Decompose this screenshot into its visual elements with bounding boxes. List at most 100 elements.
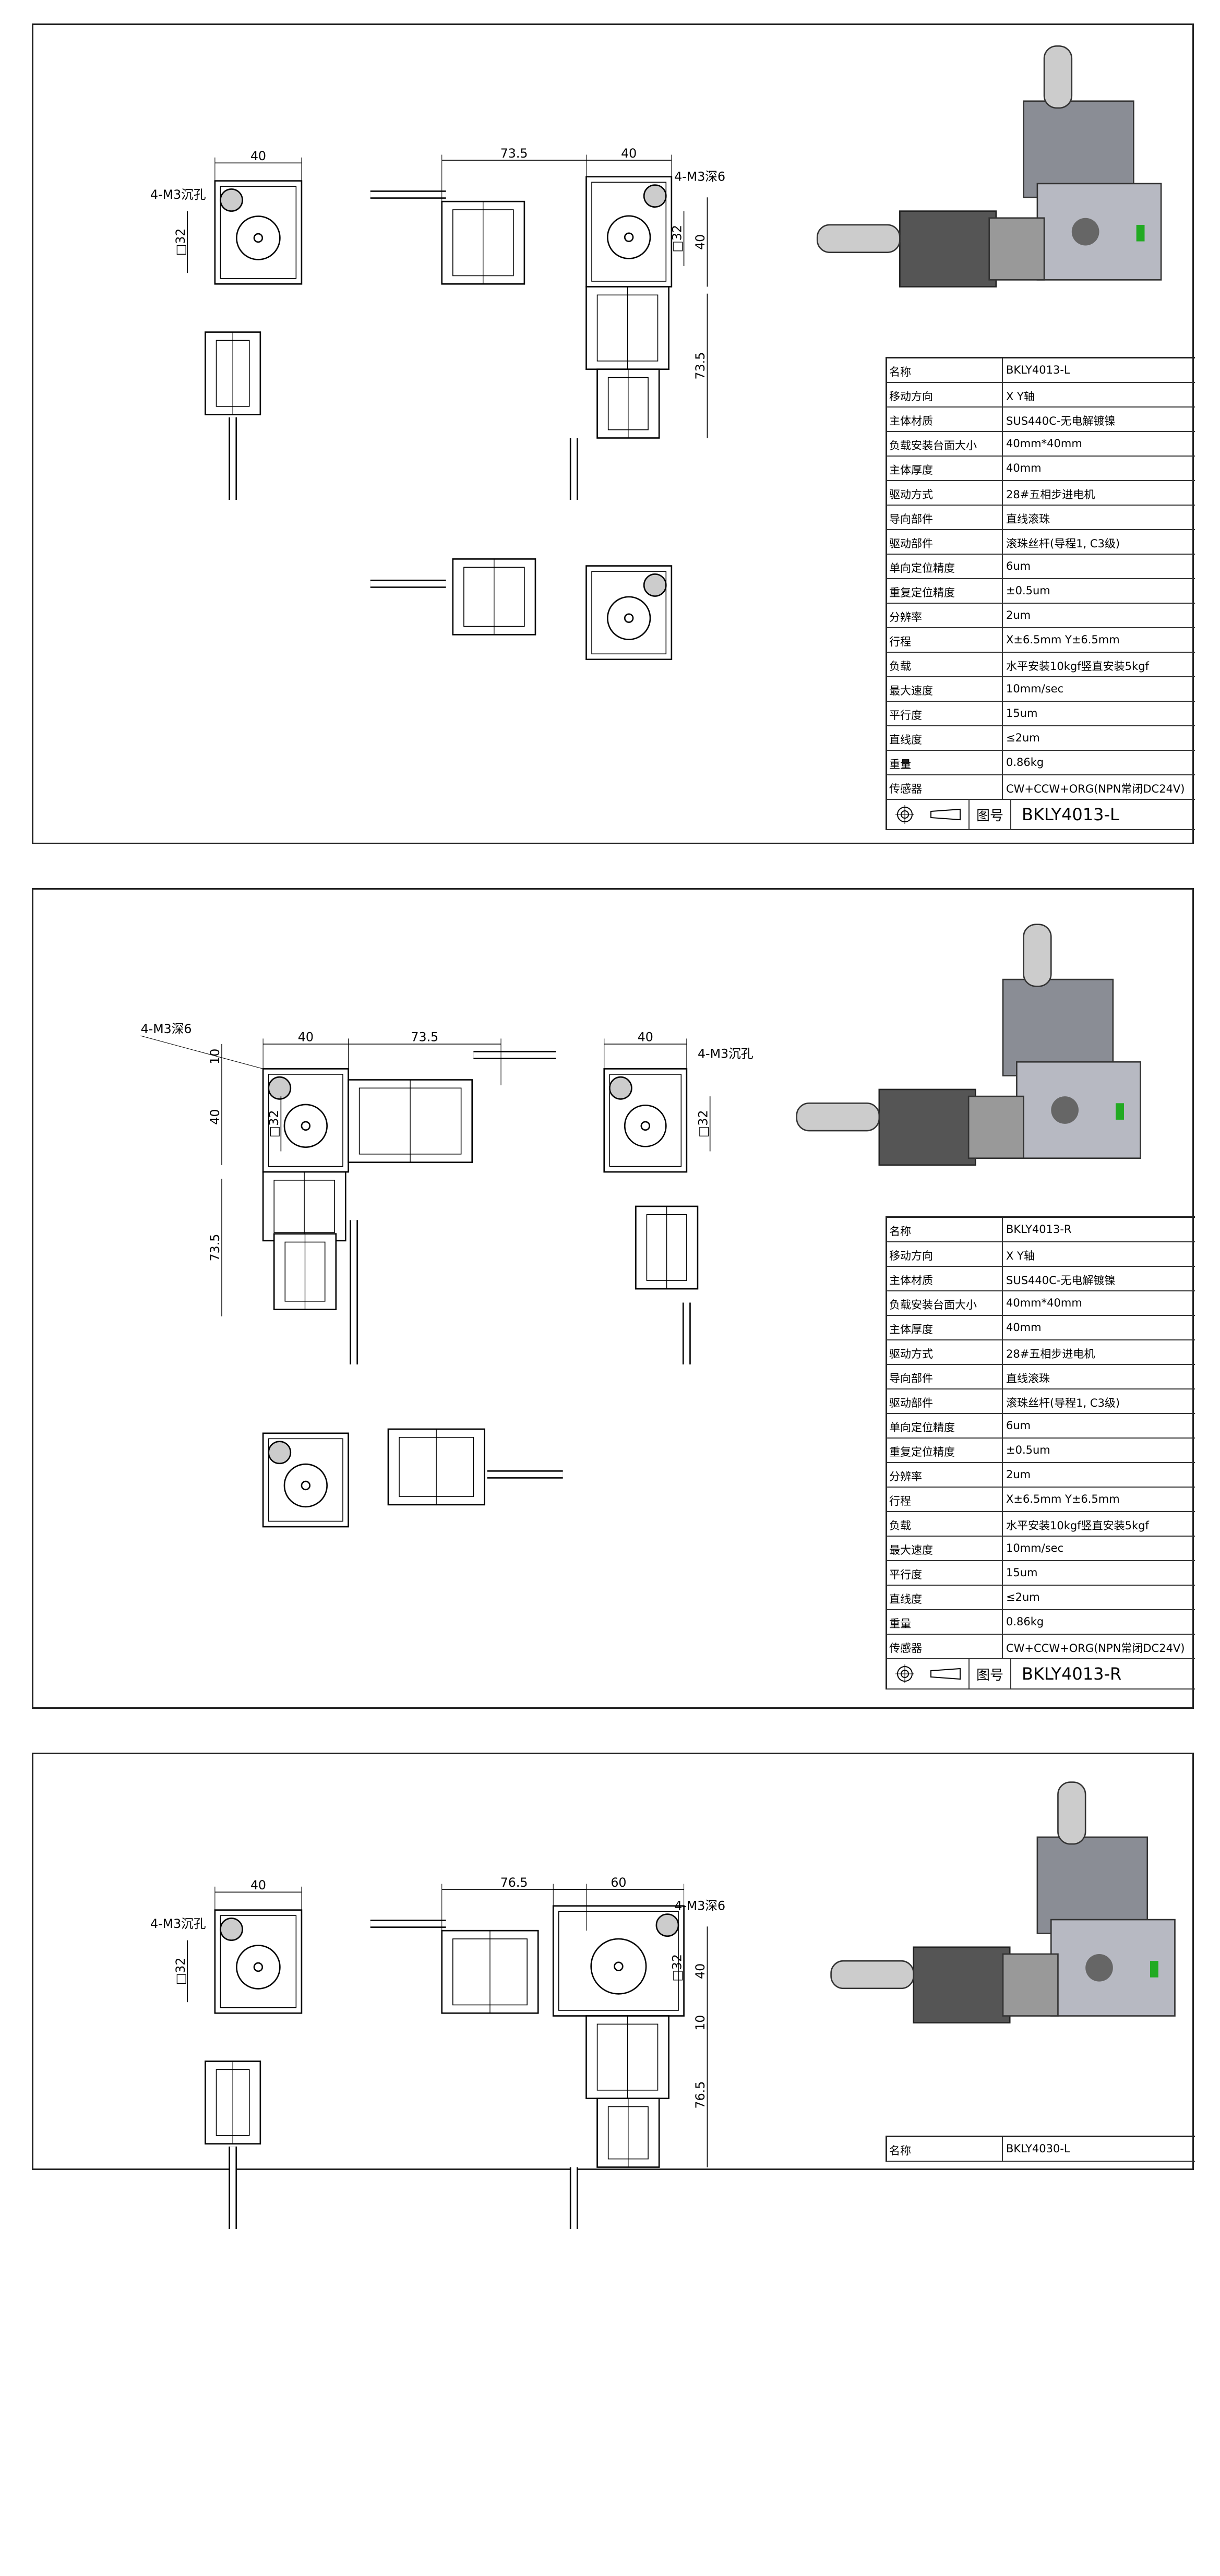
spec-key: 移动方向 xyxy=(887,1242,1003,1266)
hole-callout: 4-M3沉孔 xyxy=(150,1916,206,1931)
stage-view xyxy=(552,1905,685,2017)
spec-row: 驱动部件滚珠丝杆(导程1, C3级) xyxy=(887,530,1195,555)
dimension-label: 10 xyxy=(693,2015,708,2031)
stage-view xyxy=(214,180,303,285)
spec-row: 负载水平安装10kgf竖直安装5kgf xyxy=(887,1512,1195,1537)
stage-view xyxy=(585,565,673,661)
spec-key: 分辨率 xyxy=(887,604,1003,627)
hole-callout: 4-M3深6 xyxy=(674,170,725,184)
hole-callout: 4-M3深6 xyxy=(674,1899,725,1913)
dimension-label: 40 xyxy=(298,1030,314,1045)
dimension-label: 40 xyxy=(250,149,266,163)
spec-value: BKLY4013-R xyxy=(1006,1223,1072,1236)
spec-key: 名称 xyxy=(887,2137,1003,2161)
spec-key: 驱动部件 xyxy=(887,530,1003,554)
dimension-label: 76.5 xyxy=(693,2081,708,2109)
spec-row: 重复定位精度±0.5um xyxy=(887,1439,1195,1463)
dimension-label: 76.5 xyxy=(500,1875,528,1890)
spec-value: 40mm xyxy=(1006,462,1042,474)
spec-key: 负载 xyxy=(887,1512,1003,1536)
spec-key: 主体厚度 xyxy=(887,1316,1003,1339)
drawing-no: BKLY4013-R xyxy=(1022,1664,1122,1684)
spec-key: 主体材质 xyxy=(887,1267,1003,1290)
spec-row: 负载水平安装10kgf竖直安装5kgf xyxy=(887,653,1195,677)
spec-value: 0.86kg xyxy=(1006,756,1044,769)
spec-key: 驱动部件 xyxy=(887,1389,1003,1413)
spec-row: 直线度≤2um xyxy=(887,1586,1195,1610)
spec-value: X Y轴 xyxy=(1006,1250,1035,1262)
dimension-label: 40 xyxy=(693,1963,708,1979)
motor-view xyxy=(635,1205,699,1290)
stage-view xyxy=(214,1909,303,2014)
dimension-label: 60 xyxy=(611,1875,626,1890)
drawing-no-label: 图号 xyxy=(970,800,1011,829)
spec-key: 最大速度 xyxy=(887,677,1003,701)
spec-key: 传感器 xyxy=(887,775,1003,799)
spec-value: 6um xyxy=(1006,1419,1031,1432)
spec-key: 直线度 xyxy=(887,1586,1003,1609)
spec-key: 分辨率 xyxy=(887,1463,1003,1487)
dimension-label: □32 xyxy=(669,225,684,253)
motor-view xyxy=(262,1171,346,1242)
spec-value: SUS440C-无电解镀镍 xyxy=(1006,415,1116,427)
spec-value: 0.86kg xyxy=(1006,1615,1044,1628)
motor-view xyxy=(273,1233,337,1310)
projection-symbol-icon xyxy=(895,1664,914,1683)
dimension-label: 73.5 xyxy=(500,146,528,161)
spec-value: 15um xyxy=(1006,707,1038,720)
motor-view xyxy=(585,2015,669,2099)
spec-value: CW+CCW+ORG(NPN常闭DC24V) xyxy=(1006,1642,1185,1655)
spec-key: 驱动方式 xyxy=(887,481,1003,505)
dimension-label: 40 xyxy=(621,146,637,161)
spec-key: 单向定位精度 xyxy=(887,1414,1003,1437)
3d-render xyxy=(816,45,1162,287)
motor-view xyxy=(205,331,261,415)
spec-value: 水平安装10kgf竖直安装5kgf xyxy=(1006,1519,1149,1532)
dimension-label: 73.5 xyxy=(411,1030,438,1045)
spec-value: 2um xyxy=(1006,609,1031,621)
dimension-label: □32 xyxy=(173,1958,188,1985)
spec-key: 行程 xyxy=(887,1488,1003,1511)
motor-view xyxy=(441,200,525,285)
spec-value: X±6.5mm Y±6.5mm xyxy=(1006,633,1120,646)
spec-key: 主体厚度 xyxy=(887,457,1003,480)
3d-render xyxy=(830,1781,1176,2024)
spec-key: 负载安装台面大小 xyxy=(887,1291,1003,1315)
spec-key: 平行度 xyxy=(887,702,1003,725)
spec-key: 负载 xyxy=(887,653,1003,676)
spec-value: 2um xyxy=(1006,1468,1031,1481)
dimension-label: □32 xyxy=(267,1110,281,1138)
spec-key: 重复定位精度 xyxy=(887,579,1003,603)
spec-value: 水平安装10kgf竖直安装5kgf xyxy=(1006,660,1149,673)
motor-view xyxy=(452,558,536,636)
spec-value: BKLY4030-L xyxy=(1006,2142,1070,2155)
spec-row: 导向部件直线滚珠 xyxy=(887,506,1195,530)
spec-value: 6um xyxy=(1006,560,1031,572)
projection-symbol-icon xyxy=(895,805,914,824)
spec-row: 驱动部件滚珠丝杆(导程1, C3级) xyxy=(887,1389,1195,1414)
dimension-label: 73.5 xyxy=(208,1234,222,1262)
spec-key: 平行度 xyxy=(887,1561,1003,1585)
